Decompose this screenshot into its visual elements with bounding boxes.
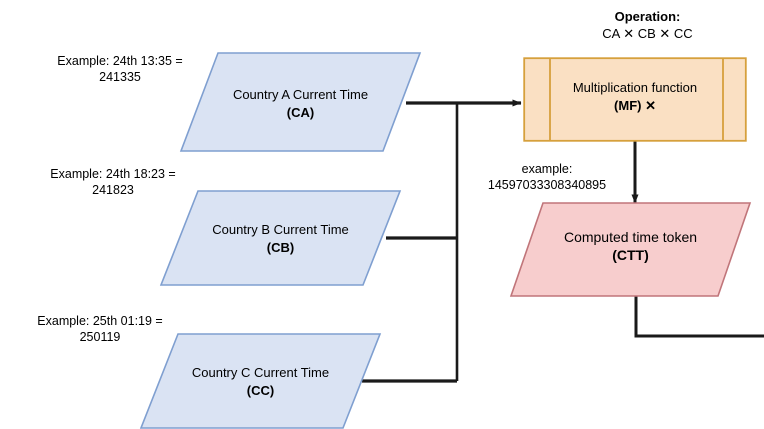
parallelogram-cb: [159, 190, 402, 286]
process-box-mf: [523, 57, 747, 142]
shape-country-b[interactable]: Country B Current Time (CB): [158, 188, 403, 288]
note-ca: Example: 24th 13:35 = 241335: [57, 54, 183, 84]
parallelogram-cc: [139, 333, 382, 429]
parallelogram-ctt: [509, 202, 752, 297]
note-cb: Example: 24th 18:23 = 241823: [50, 167, 176, 197]
operation-formula: CA ✕ CB ✕ CC: [602, 26, 693, 41]
connector-ctt-output: [634, 296, 764, 338]
note-intermediate-value: example: 14597033308340895: [487, 162, 607, 192]
operation-header: Operation: CA ✕ CB ✕ CC: [545, 8, 750, 42]
parallelogram-ca: [179, 52, 422, 152]
shape-computed-time-token[interactable]: Computed time token (CTT): [508, 200, 753, 299]
note-cc: Example: 25th 01:19 = 250119: [37, 314, 163, 344]
operation-label: Operation:: [614, 9, 681, 24]
shape-multiplication-function[interactable]: Multiplication function (MF) ✕: [523, 57, 747, 142]
shape-country-c[interactable]: Country C Current Time (CC): [138, 331, 383, 429]
shape-country-a[interactable]: Country A Current Time (CA): [178, 50, 423, 155]
